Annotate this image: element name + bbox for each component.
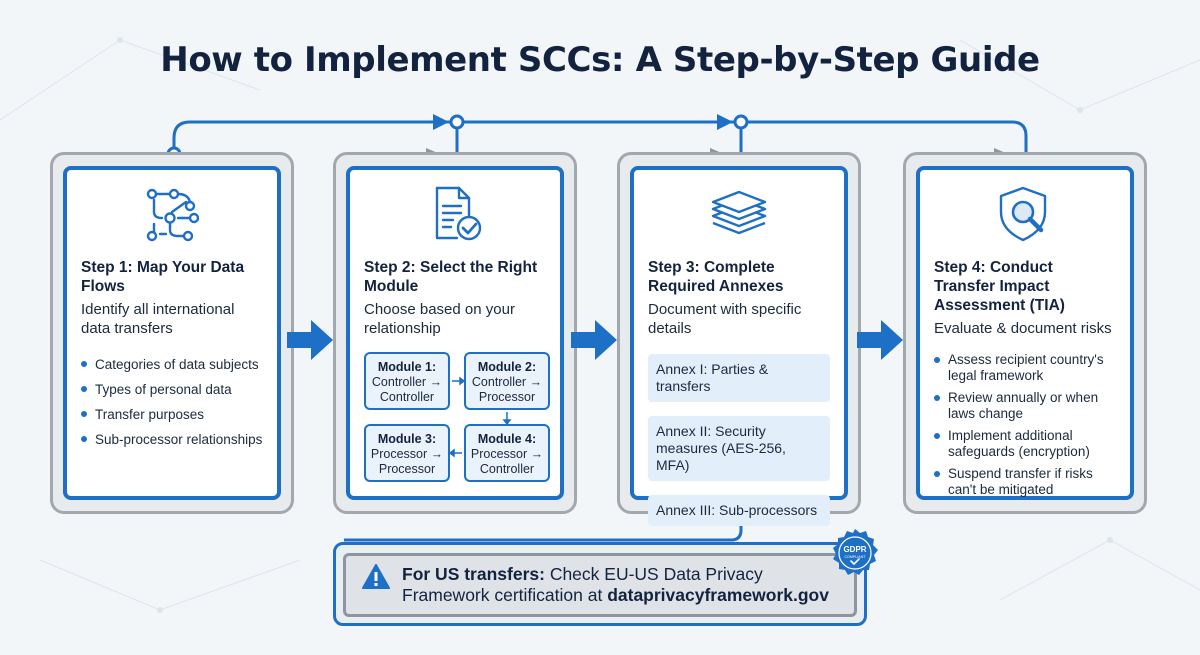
us-transfer-callout: For US transfers: Check EU-US Data Priva… [343,553,857,617]
step-4-card: Step 4: Conduct Transfer Impact Assessme… [916,166,1134,500]
step-1-bullet: Types of personal data [81,381,263,398]
connector-node-3 [733,114,749,130]
arrow-right-3 [857,320,903,360]
callout-text: For US transfers: Check EU-US Data Priva… [402,564,829,606]
module-1: Module 1: Controller → Controller [364,352,450,410]
stacked-layers-icon [711,190,767,235]
step-1-bullet: Sub-processor relationships [81,431,263,448]
document-check-icon [435,186,482,241]
callout-line-2: Framework certification at [402,585,608,605]
step-4-bullet: Implement additional safeguards (encrypt… [934,428,1116,460]
step-2-title: Step 2: Select the Right Module [364,259,538,295]
step-4-bullet: Review annually or when laws change [934,390,1116,422]
data-flow-icon [146,188,200,242]
module-3-name: Module 3: [377,432,437,446]
module-2-name: Module 2: [477,360,537,374]
annex-item: Annex II: Security measures (AES-256, MF… [648,416,830,481]
top-connector-line [172,120,1028,160]
badge-line-1: GDPR [843,545,866,554]
module-3: Module 3: Processor → Processor [364,424,450,482]
module-connectors [448,376,512,458]
module-3-text: Processor → Processor [370,447,444,476]
step-1-card: Step 1: Map Your Data Flows Identify all… [63,166,281,500]
step-4-title: Step 4: Conduct Transfer Impact Assessme… [934,259,1065,314]
step-1-title: Step 1: Map Your Data Flows [81,259,245,295]
arrowhead-top-1 [433,114,449,130]
callout-bold-prefix: For US transfers: [402,564,545,584]
step-4-description: Evaluate & document risks [934,320,1112,337]
arrowhead-top-2 [717,114,733,130]
module-grid: Module 1: Controller → Controller Module… [364,352,550,492]
callout-link[interactable]: dataprivacyframework.gov [607,585,829,605]
step-3-title: Step 3: Complete Required Annexes [648,259,784,295]
module-2: Module 2: Controller → Processor [464,352,550,410]
annex-item: Annex I: Parties & transfers [648,354,830,402]
step-3-description: Document with specific details [648,301,802,337]
warning-icon [362,564,390,589]
step-4-bullet: Assess recipient country's legal framewo… [934,352,1116,384]
module-4-text: Processor → Controller [470,447,544,476]
step-1-bullet: Categories of data subjects [81,356,263,373]
step-3-card: Step 3: Complete Required Annexes Docume… [630,166,848,526]
module-1-text: Controller → Controller [371,375,443,404]
module-4: Module 4: Processor → Controller [464,424,550,482]
module-4-name: Module 4: [477,432,537,446]
step-1-bullet: Transfer purposes [81,406,263,423]
module-2-text: Controller → Processor [471,375,543,404]
badge-line-2: COMPLIANT [845,555,867,559]
gdpr-compliant-badge: GDPR COMPLIANT [833,529,878,575]
shield-search-icon [999,186,1047,242]
callout-line-1: Check EU-US Data Privacy [544,564,763,584]
connector-to-callout [344,514,743,542]
page-title: How to Implement SCCs: A Step-by-Step Gu… [160,40,1040,80]
module-1-name: Module 1: [377,360,437,374]
step-2-card: Step 2: Select the Right Module Choose b… [346,166,564,500]
arrow-right-2 [571,320,617,360]
connector-node-2 [449,114,465,130]
step-4-bullet: Suspend transfer if risks can't be mitig… [934,466,1116,498]
annex-item: Annex III: Sub-processors [648,495,830,526]
arrow-right-1 [287,320,333,360]
step-1-description: Identify all international data transfer… [81,301,235,337]
step-2-description: Choose based on your relationship [364,301,515,337]
